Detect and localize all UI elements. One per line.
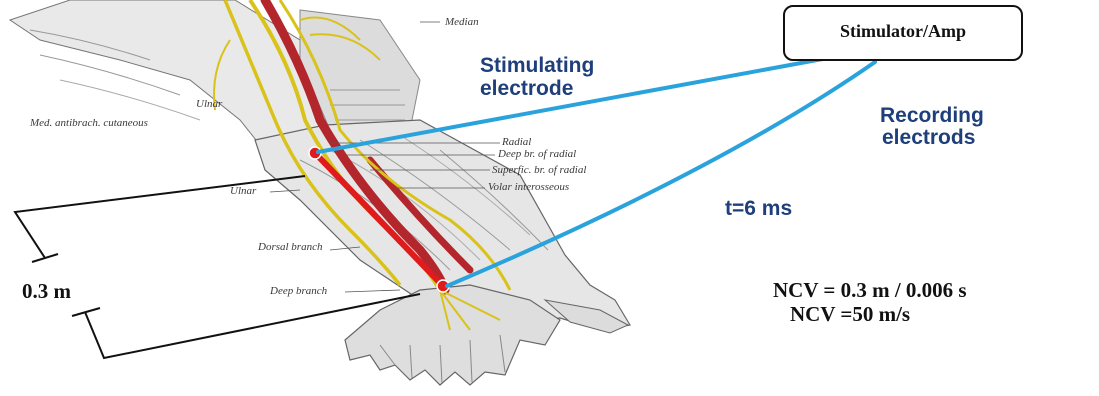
ncv-formula: NCV = 0.3 m / 0.006 s	[773, 278, 967, 303]
anatomy-label-radial: Radial	[502, 136, 531, 148]
time-label: t=6 ms	[725, 197, 792, 221]
stimulator-amp-box: Stimulator/Amp	[783, 5, 1023, 61]
hand-outline	[345, 285, 560, 385]
anatomy-label-deep-branch: Deep branch	[270, 285, 327, 297]
recording-electrode-label-line1: Recording	[880, 105, 984, 127]
stimulating-electrode-label-line2: electrode	[480, 78, 573, 100]
distance-label: 0.3 m	[22, 279, 71, 304]
anatomy-label-deep-br-radial: Deep br. of radial	[498, 148, 576, 160]
anatomy-label-volar-interosseous: Volar interosseous	[488, 181, 569, 193]
anatomy-label-superfic-br-radial: Superfic. br. of radial	[492, 164, 586, 176]
ncv-result: NCV =50 m/s	[790, 302, 910, 327]
anatomy-label-ulnar-top: Ulnar	[196, 98, 222, 110]
anatomy-label-median: Median	[445, 16, 479, 28]
anatomy-label-dorsal-branch: Dorsal branch	[258, 241, 322, 253]
recording-electrode-label-line2: electrods	[882, 127, 975, 149]
stimulating-electrode-label-line1: Stimulating	[480, 55, 594, 77]
anatomy-label-ulnar-mid: Ulnar	[230, 185, 256, 197]
anatomy-label-med-antibrach: Med. antibrach. cutaneous	[30, 117, 148, 129]
stimulator-amp-label: Stimulator/Amp	[785, 21, 1021, 42]
